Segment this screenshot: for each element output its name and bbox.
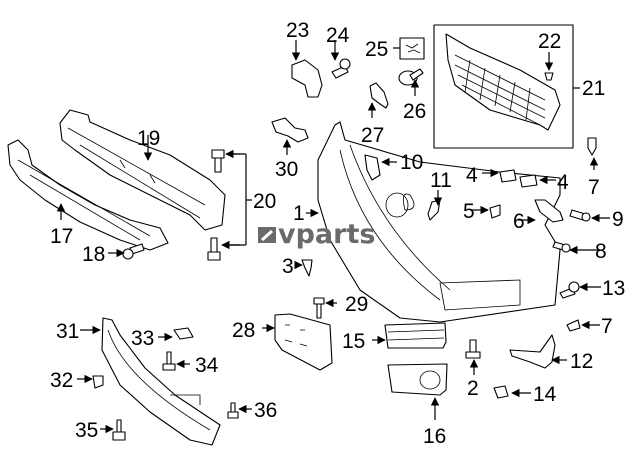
grille-insert-15[interactable] — [384, 322, 447, 349]
nut-33[interactable] — [173, 327, 194, 340]
callout-22[interactable]: 22 — [538, 30, 561, 53]
bracket-10[interactable] — [364, 154, 381, 181]
callout-21[interactable]: 21 — [582, 77, 605, 100]
callout-19[interactable]: 19 — [137, 127, 160, 150]
callout-23[interactable]: 23 — [286, 19, 309, 42]
callout-16[interactable]: 16 — [423, 425, 446, 448]
callout-35[interactable]: 35 — [75, 419, 98, 442]
callout-29[interactable]: 29 — [345, 293, 368, 316]
callout-33[interactable]: 33 — [131, 327, 154, 350]
bolt-36[interactable] — [227, 402, 239, 419]
bolt-20-lower[interactable] — [207, 237, 221, 261]
push-clip-7-upper[interactable] — [587, 137, 597, 156]
callout-18[interactable]: 18 — [82, 243, 105, 266]
push-clip-7-lower[interactable] — [566, 319, 581, 332]
grille-assembly-21[interactable] — [433, 24, 580, 149]
leader-arrows — [56, 40, 610, 434]
push-clip-3[interactable] — [301, 259, 313, 277]
callout-10[interactable]: 10 — [400, 151, 423, 174]
clip-kit-25[interactable] — [399, 37, 425, 60]
bolt-24[interactable] — [331, 58, 351, 79]
callout-5[interactable]: 5 — [463, 200, 475, 223]
callout-1[interactable]: 1 — [293, 202, 305, 225]
callout-7-upper[interactable]: 7 — [588, 176, 600, 199]
callout-31[interactable]: 31 — [56, 320, 79, 343]
callout-7-lower[interactable]: 7 — [601, 315, 613, 338]
fog-lamp-cover-16[interactable] — [387, 363, 448, 396]
callout-labels: 23 24 25 26 27 22 21 30 19 20 17 18 1 10… — [50, 19, 625, 448]
callout-9[interactable]: 9 — [612, 208, 624, 231]
impact-bar-19[interactable] — [59, 109, 226, 231]
bolt-13[interactable] — [559, 281, 580, 299]
energy-absorber-17[interactable] — [7, 139, 169, 251]
lower-deflector-31[interactable] — [101, 317, 221, 446]
grille-clip-22[interactable] — [544, 72, 554, 81]
callout-34[interactable]: 34 — [195, 354, 219, 377]
callout-20[interactable]: 20 — [253, 190, 276, 213]
license-bracket-28[interactable] — [274, 313, 333, 371]
bolt-34[interactable] — [162, 351, 176, 371]
bracket-clip-4b[interactable] — [519, 174, 538, 188]
callout-30[interactable]: 30 — [275, 158, 298, 181]
cap-27[interactable] — [369, 82, 389, 109]
callout-6[interactable]: 6 — [513, 210, 525, 233]
bolt-18[interactable] — [122, 243, 145, 260]
callout-4-right[interactable]: 4 — [557, 171, 569, 194]
callout-12[interactable]: 12 — [570, 350, 593, 373]
callout-26[interactable]: 26 — [403, 100, 426, 123]
callout-14[interactable]: 14 — [533, 383, 557, 406]
bracket-23[interactable] — [291, 59, 323, 98]
bolt-9[interactable] — [569, 209, 591, 222]
screw-5[interactable] — [489, 204, 501, 219]
leader-20 — [230, 153, 252, 246]
callout-2[interactable]: 2 — [467, 377, 479, 400]
bolt-35[interactable] — [112, 419, 126, 441]
splash-shield-12[interactable] — [509, 334, 556, 369]
bolt-20-upper[interactable] — [211, 149, 225, 173]
bracket-clip-4a[interactable] — [499, 169, 517, 183]
callout-13[interactable]: 13 — [602, 277, 625, 300]
callout-32[interactable]: 32 — [50, 369, 73, 392]
callout-3[interactable]: 3 — [282, 255, 294, 278]
callout-25[interactable]: 25 — [365, 38, 388, 61]
bolt-29[interactable] — [313, 297, 325, 319]
callout-36[interactable]: 36 — [254, 399, 277, 422]
watermark-text: vparts — [278, 219, 375, 250]
tow-hook-cap-26[interactable] — [398, 68, 424, 86]
clip-32[interactable] — [92, 375, 104, 389]
callout-8[interactable]: 8 — [595, 240, 607, 263]
vparts-watermark: vparts — [258, 219, 375, 250]
callout-17[interactable]: 17 — [50, 225, 73, 248]
callout-27[interactable]: 27 — [361, 124, 384, 147]
bolt-2[interactable] — [465, 339, 481, 359]
callout-4-left[interactable]: 4 — [466, 164, 478, 187]
callout-28[interactable]: 28 — [232, 319, 255, 342]
callout-15[interactable]: 15 — [342, 330, 365, 353]
nut-14[interactable] — [493, 385, 509, 399]
side-bracket-6[interactable] — [534, 199, 564, 223]
callout-11[interactable]: 11 — [430, 169, 452, 192]
callout-24[interactable]: 24 — [326, 24, 350, 47]
sensor-30[interactable] — [271, 117, 309, 143]
